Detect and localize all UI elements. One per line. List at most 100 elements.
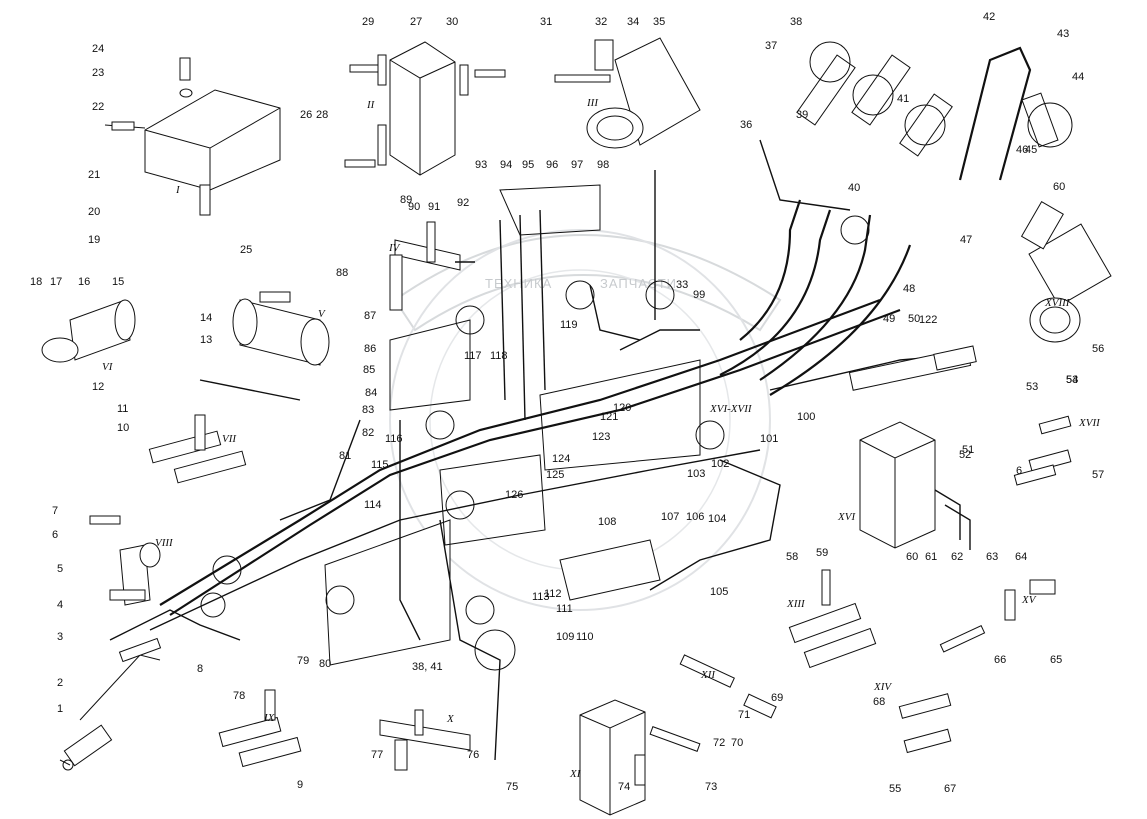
part-label-122: 122 (919, 314, 937, 326)
part-label-38-41: 38, 41 (412, 661, 443, 673)
view-label-vi: VI (102, 361, 114, 373)
part-label-113: 113 (532, 591, 550, 603)
part-label-26: 26 (300, 109, 312, 121)
part-label-87: 87 (364, 310, 376, 322)
part-label-72: 72 (713, 737, 725, 749)
part-label-20: 20 (88, 206, 100, 218)
part-label-102: 102 (711, 458, 729, 470)
part-label-4: 4 (57, 599, 63, 611)
part-label-44: 44 (1072, 71, 1084, 83)
view-label-xvii: XVII (1078, 417, 1101, 429)
part-label-3: 3 (57, 631, 63, 643)
detail-VII-tee (148, 414, 247, 484)
part-label-53: 53 (1066, 374, 1078, 386)
part-label-36: 36 (740, 119, 752, 131)
part-label-60: 60 (1053, 181, 1065, 193)
part-label-49: 49 (883, 313, 895, 325)
part-label-57: 57 (1092, 469, 1104, 481)
part-label-80: 80 (319, 658, 331, 670)
part-label-63: 63 (986, 551, 998, 563)
part-label-16: 16 (78, 276, 90, 288)
part-label-61: 61 (925, 551, 937, 563)
part-label-66: 66 (994, 654, 1006, 666)
part-label-88: 88 (336, 267, 348, 279)
part-label-106: 106 (686, 511, 704, 523)
view-label-xiii: XIII (786, 598, 806, 610)
part-label-97: 97 (571, 159, 583, 171)
part-label-78: 78 (233, 690, 245, 702)
main-frame-assembly (324, 184, 701, 666)
detail-XVI-block (859, 421, 971, 550)
part-label-12: 12 (92, 381, 104, 393)
part-label-29: 29 (362, 16, 374, 28)
part-label-75: 75 (506, 781, 518, 793)
part-label-59: 59 (816, 547, 828, 559)
part-label-13: 13 (200, 334, 212, 346)
part-label-7: 7 (52, 505, 58, 517)
detail-actuator (848, 345, 977, 391)
part-label-8: 8 (197, 663, 203, 675)
part-labels: 1234567891011121314151617181920212223242… (30, 11, 1104, 795)
view-label-v: V (318, 308, 326, 320)
detail-VI-clamp (41, 299, 136, 363)
detail-V-sleeve (232, 291, 330, 366)
view-label-ii: II (366, 99, 376, 111)
part-label-119: 119 (560, 319, 578, 331)
part-label-85: 85 (363, 364, 375, 376)
part-label-94: 94 (500, 159, 512, 171)
part-label-6: 6 (1016, 465, 1022, 477)
part-label-18: 18 (30, 276, 42, 288)
part-label-68: 68 (873, 696, 885, 708)
part-label-81: 81 (339, 450, 351, 462)
part-label-17: 17 (50, 276, 62, 288)
part-label-95: 95 (522, 159, 534, 171)
part-label-70: 70 (731, 737, 743, 749)
part-label-77: 77 (371, 749, 383, 761)
part-label-117: 117 (464, 350, 482, 362)
detail-III-assembly (554, 37, 701, 149)
part-label-109: 109 (556, 631, 574, 643)
part-label-86: 86 (364, 343, 376, 355)
part-label-98: 98 (597, 159, 609, 171)
part-label-5: 5 (57, 563, 63, 575)
part-label-14: 14 (200, 312, 212, 324)
part-label-25: 25 (240, 244, 252, 256)
part-label-15: 15 (112, 276, 124, 288)
part-label-103: 103 (687, 468, 705, 480)
part-label-125: 125 (546, 469, 564, 481)
part-label-89: 89 (400, 194, 412, 206)
part-label-100: 100 (797, 411, 815, 423)
part-label-115: 115 (371, 459, 389, 471)
part-label-39: 39 (796, 109, 808, 121)
view-label-vii: VII (222, 433, 237, 445)
part-label-74: 74 (618, 781, 630, 793)
part-label-58: 58 (786, 551, 798, 563)
part-label-123: 123 (592, 431, 610, 443)
part-label-31: 31 (540, 16, 552, 28)
part-label-101: 101 (760, 433, 778, 445)
part-label-19: 19 (88, 234, 100, 246)
part-label-21: 21 (88, 169, 100, 181)
view-label-x: X (446, 713, 455, 725)
part-label-124: 124 (552, 453, 570, 465)
part-label-71: 71 (738, 709, 750, 721)
part-label-6: 6 (52, 529, 58, 541)
part-label-126: 126 (505, 489, 523, 501)
part-label-84: 84 (365, 387, 377, 399)
part-label-40: 40 (848, 182, 860, 194)
detail-I-block (104, 57, 281, 216)
part-label-92: 92 (457, 197, 469, 209)
part-label-32: 32 (595, 16, 607, 28)
part-label-35: 35 (653, 16, 665, 28)
view-callouts (200, 215, 870, 671)
part-label-52: 52 (959, 449, 971, 461)
part-label-28: 28 (316, 109, 328, 121)
part-label-24: 24 (92, 43, 104, 55)
detail-XII-fitting (679, 654, 777, 719)
part-label-76: 76 (467, 749, 479, 761)
detail-rear-cylinder (1020, 200, 1112, 343)
part-label-38: 38 (790, 16, 802, 28)
view-label-xvi-xvii: XVI-XVII (709, 403, 753, 415)
